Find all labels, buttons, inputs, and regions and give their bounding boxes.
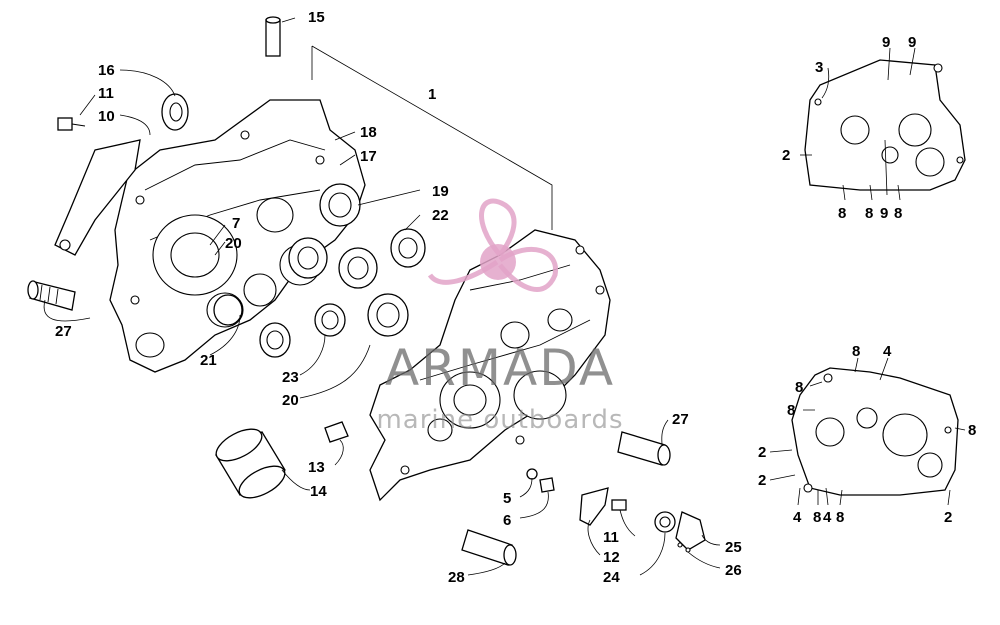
bearing-set xyxy=(213,183,426,358)
reference-view-bottom xyxy=(791,367,959,496)
callout-10: 10 xyxy=(98,108,115,125)
callout-24: 24 xyxy=(603,569,620,586)
callout-21: 21 xyxy=(200,352,217,369)
retainer-plate xyxy=(579,487,609,526)
callout-22: 22 xyxy=(432,207,449,224)
callout-14: 14 xyxy=(310,483,327,500)
callout-labels: 1 15 16 11 10 18 17 19 22 7 20 27 21 23 … xyxy=(55,9,976,586)
watermark-brand: ARMADA xyxy=(385,339,615,397)
callout-25: 25 xyxy=(725,539,742,556)
bolt-top-left xyxy=(57,117,86,131)
oil-strainer-bottom xyxy=(461,529,517,566)
callout-9-b: 9 xyxy=(908,34,916,51)
callout-4-bot-a: 4 xyxy=(793,509,802,526)
filter-fitting xyxy=(324,421,349,443)
callout-8-bot-e: 8 xyxy=(813,509,821,526)
callout-28: 28 xyxy=(448,569,465,586)
callout-2-mid-b: 2 xyxy=(758,472,766,489)
callout-8-top-a: 8 xyxy=(838,205,846,222)
callout-9-c: 9 xyxy=(880,205,888,222)
oil-seal xyxy=(161,93,189,131)
callout-4-bot-b: 4 xyxy=(823,509,832,526)
callout-13: 13 xyxy=(308,459,325,476)
callout-8-top-b: 8 xyxy=(865,205,873,222)
callout-8-bot-f: 8 xyxy=(836,509,844,526)
watermark-logo xyxy=(427,198,558,292)
callout-3: 3 xyxy=(815,59,823,76)
callout-26: 26 xyxy=(725,562,742,579)
callout-8-bot-b: 8 xyxy=(795,379,803,396)
callout-27-left: 27 xyxy=(55,323,72,340)
callout-23: 23 xyxy=(282,369,299,386)
right-crankcase-half xyxy=(369,229,611,502)
reference-view-top xyxy=(804,59,966,191)
callout-20-upper: 20 xyxy=(225,235,242,252)
leader-lines xyxy=(43,17,966,576)
callout-2-top: 2 xyxy=(782,147,790,164)
callout-19: 19 xyxy=(432,183,449,200)
callout-11-lower: 11 xyxy=(603,529,619,546)
seal-and-plate xyxy=(654,511,706,553)
callout-1: 1 xyxy=(428,86,436,103)
oil-strainer-right xyxy=(617,431,671,466)
callout-8-top-c: 8 xyxy=(894,205,902,222)
cover-plate xyxy=(54,139,141,256)
watermark: ARMADA marine outboards xyxy=(376,198,623,435)
dowel-pin xyxy=(265,16,281,57)
callout-20-lower: 20 xyxy=(282,392,299,409)
callout-5: 5 xyxy=(503,490,511,507)
callout-11-top: 11 xyxy=(98,85,114,102)
callout-12: 12 xyxy=(603,549,620,566)
callout-8-bot-a: 8 xyxy=(852,343,860,360)
oil-filter xyxy=(215,428,286,499)
callout-7: 7 xyxy=(232,215,240,232)
callout-17: 17 xyxy=(360,148,377,165)
drain-plug xyxy=(526,468,555,493)
oil-strainer-left xyxy=(27,280,76,311)
callout-4-top: 4 xyxy=(883,343,892,360)
callout-15: 15 xyxy=(308,9,325,26)
callout-16: 16 xyxy=(98,62,115,79)
callout-2-bot: 2 xyxy=(944,509,952,526)
callout-27-right: 27 xyxy=(672,411,689,428)
watermark-tagline: marine outboards xyxy=(376,405,623,435)
callout-9-a: 9 xyxy=(882,34,890,51)
callout-8-bot-d: 8 xyxy=(968,422,976,439)
callout-18: 18 xyxy=(360,124,377,141)
callout-8-bot-c: 8 xyxy=(787,402,795,419)
bolt-lower xyxy=(611,499,627,511)
callout-6: 6 xyxy=(503,512,511,529)
callout-2-mid-a: 2 xyxy=(758,444,766,461)
